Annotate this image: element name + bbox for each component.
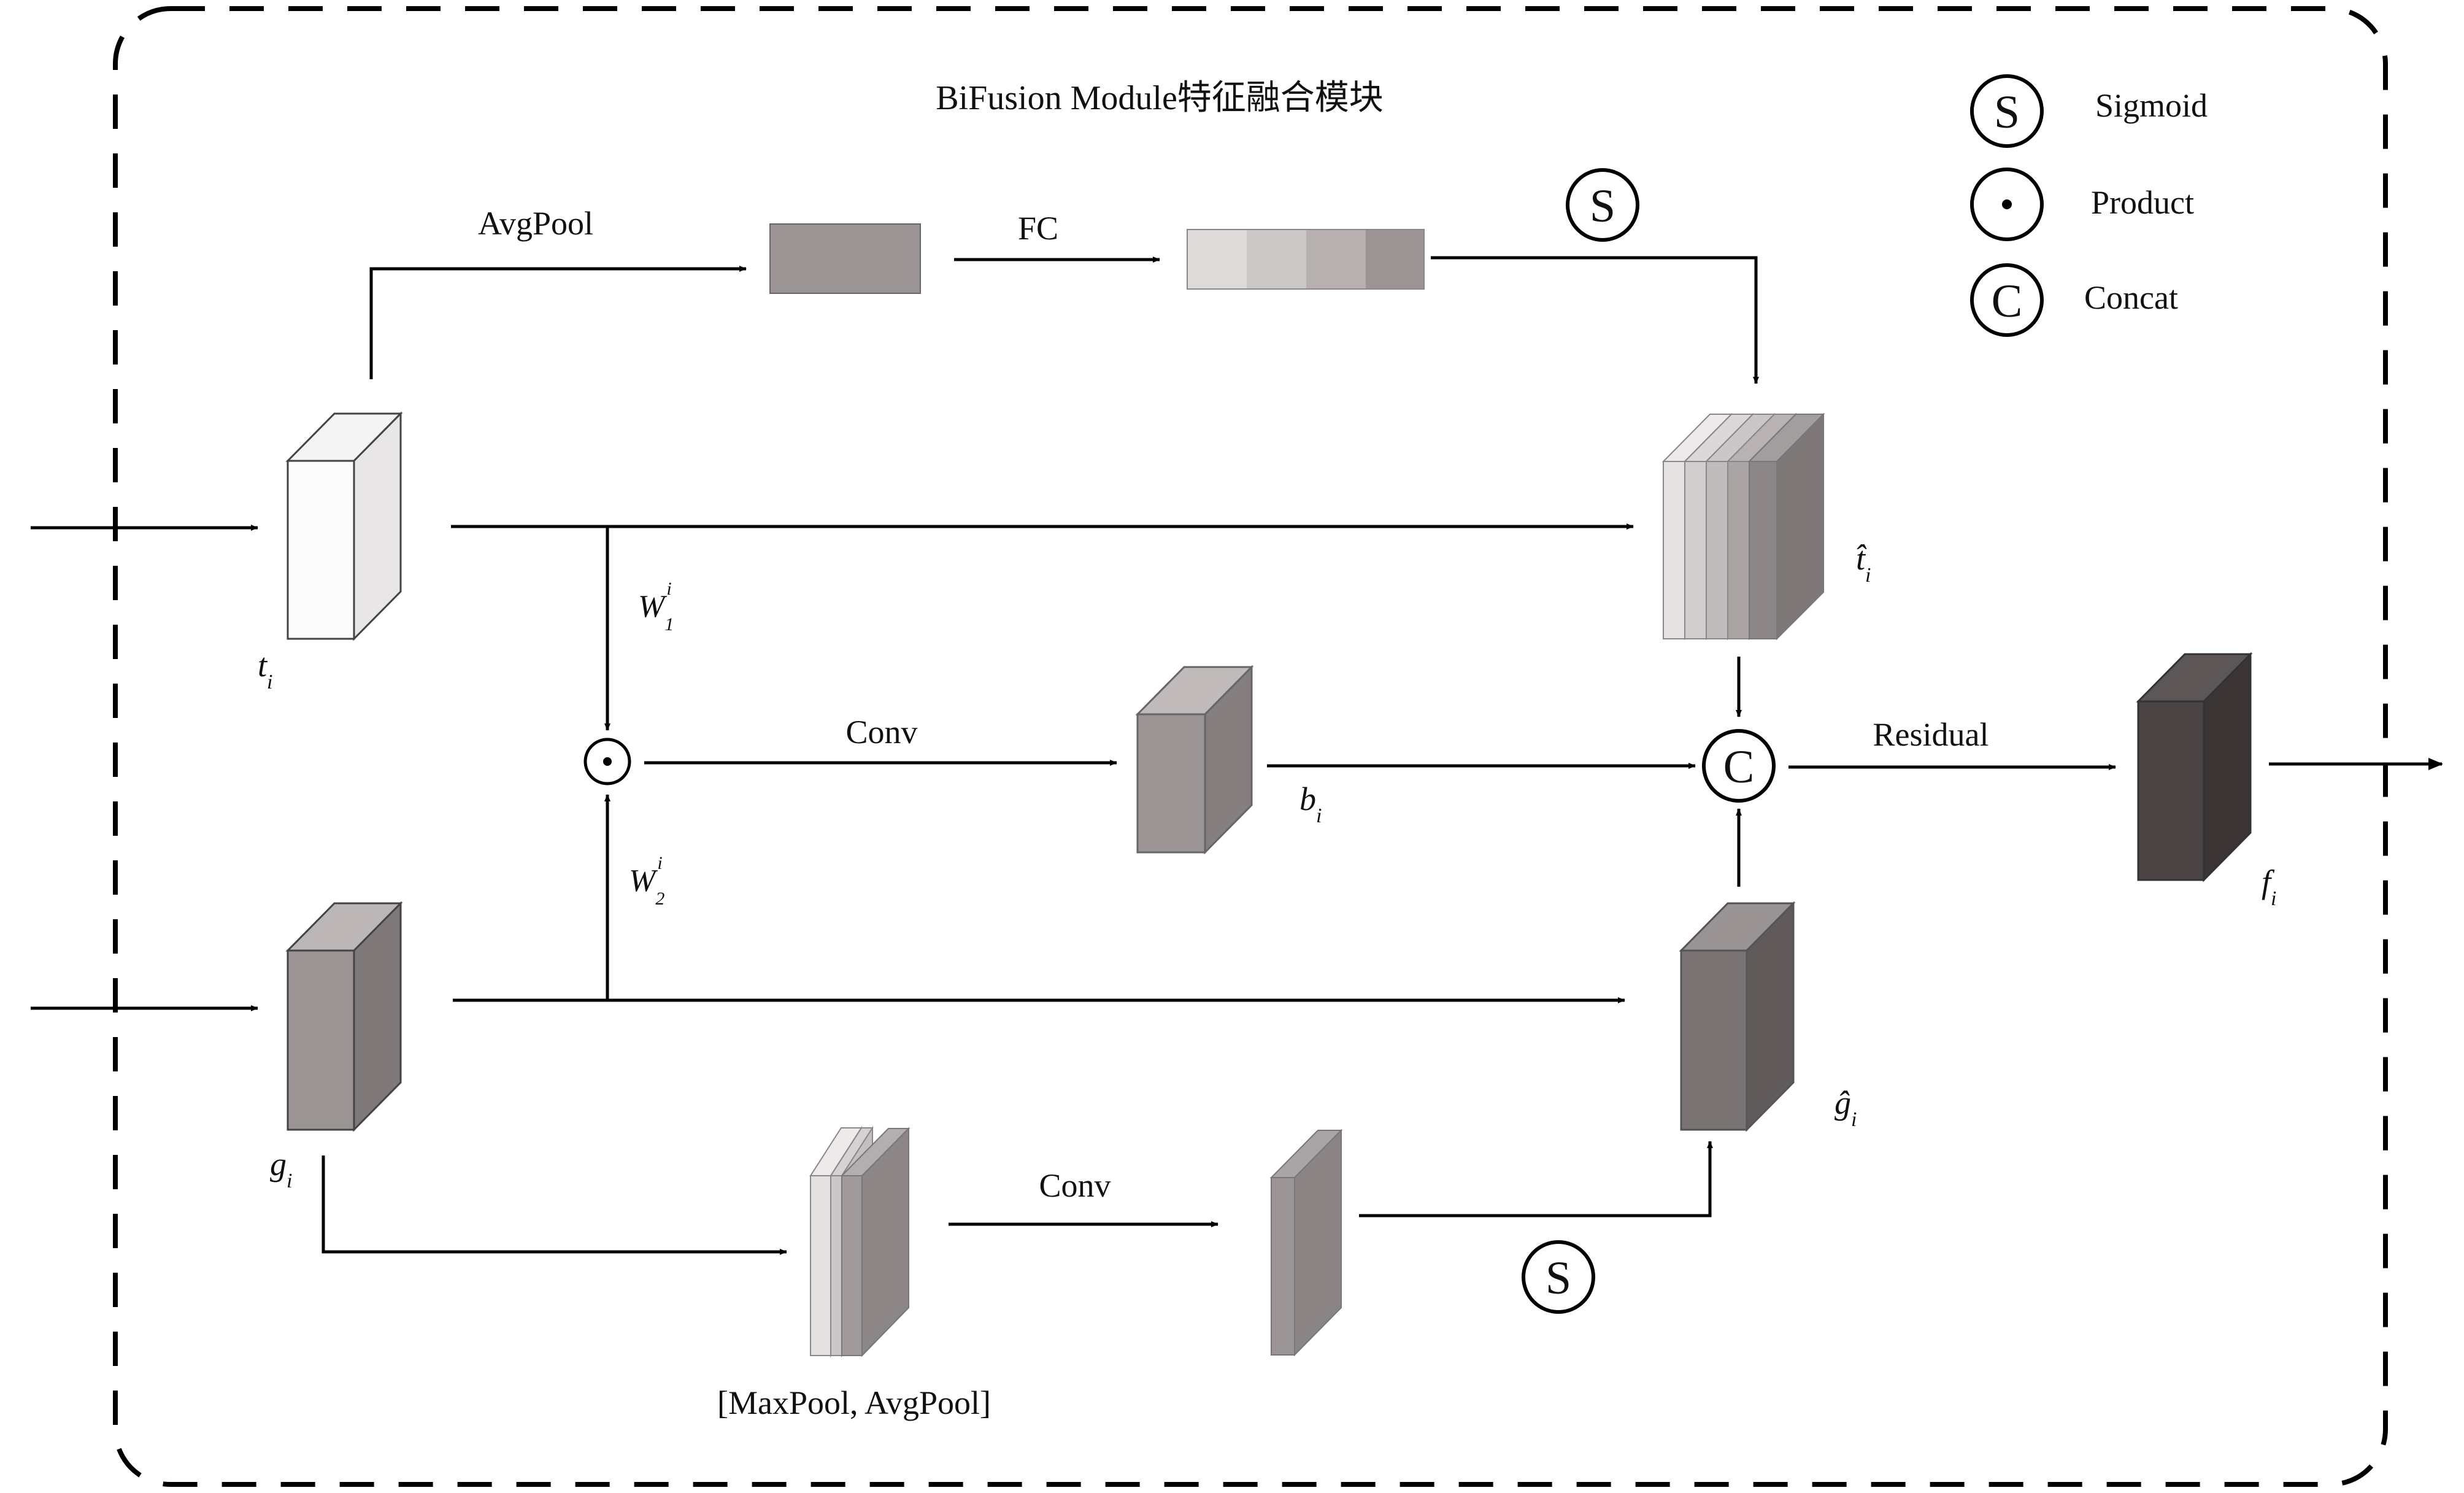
product-dot [603, 757, 612, 766]
label-fc: FC [1018, 210, 1058, 247]
legend-concat-label: Concat [2084, 279, 2178, 316]
legend-concat-icon [1970, 263, 2044, 337]
block-f [2136, 652, 2253, 882]
diagram-title: BiFusion Module特征融合模块 [936, 79, 1384, 117]
label-conv-mid: Conv [845, 714, 917, 750]
legend-sigmoid-symbol: S [1994, 87, 2020, 138]
legend: S Sigmoid Product C Concat [1970, 74, 2208, 337]
var-f: fi [2262, 863, 2276, 910]
block-pool-pair [809, 1125, 911, 1358]
label-avgpool: AvgPool [478, 205, 593, 242]
channel-attn-arrow [1431, 256, 1759, 384]
block-t [285, 411, 403, 641]
legend-product-dot [2002, 199, 2012, 209]
block-spatial-conv [1269, 1128, 1343, 1357]
legend-sigmoid-icon [1970, 74, 2044, 148]
sigmoid-top-icon [1566, 168, 1639, 242]
var-w1: W1i [638, 579, 674, 635]
concat-symbol: C [1723, 741, 1755, 793]
legend-product-label: Product [2091, 184, 2194, 221]
fc-bar [1187, 229, 1425, 290]
var-g-hat: ĝi [1835, 1084, 1857, 1131]
legend-product-icon [1970, 168, 2044, 241]
legend-concat-symbol: C [1992, 276, 2023, 327]
block-g-hat [1679, 901, 1796, 1132]
module-frame [113, 6, 2388, 1487]
sigmoid-bottom-symbol: S [1546, 1252, 1571, 1304]
sigmoid-bottom-icon [1522, 1240, 1595, 1314]
spatial-pool-arrow [321, 1155, 787, 1255]
label-residual: Residual [1873, 716, 1989, 753]
var-g: gi [270, 1146, 292, 1192]
block-t-hat [1661, 412, 1825, 641]
var-t-hat: t̂i [1856, 540, 1871, 587]
avgpool-bar [769, 223, 921, 294]
block-g [285, 901, 403, 1132]
avgpool-arrow [369, 266, 747, 379]
block-b [1135, 665, 1254, 855]
var-w2: W2i [629, 853, 664, 909]
concat-icon [1702, 729, 1776, 803]
legend-sigmoid-label: Sigmoid [2095, 87, 2208, 124]
label-pool-pair: [MaxPool, AvgPool] [717, 1384, 991, 1421]
spatial-attn-arrow [1359, 1141, 1713, 1217]
sigmoid-top-symbol: S [1590, 180, 1615, 232]
var-t: ti [258, 647, 272, 693]
var-b: bi [1299, 781, 1322, 827]
label-conv-bottom: Conv [1039, 1167, 1111, 1204]
